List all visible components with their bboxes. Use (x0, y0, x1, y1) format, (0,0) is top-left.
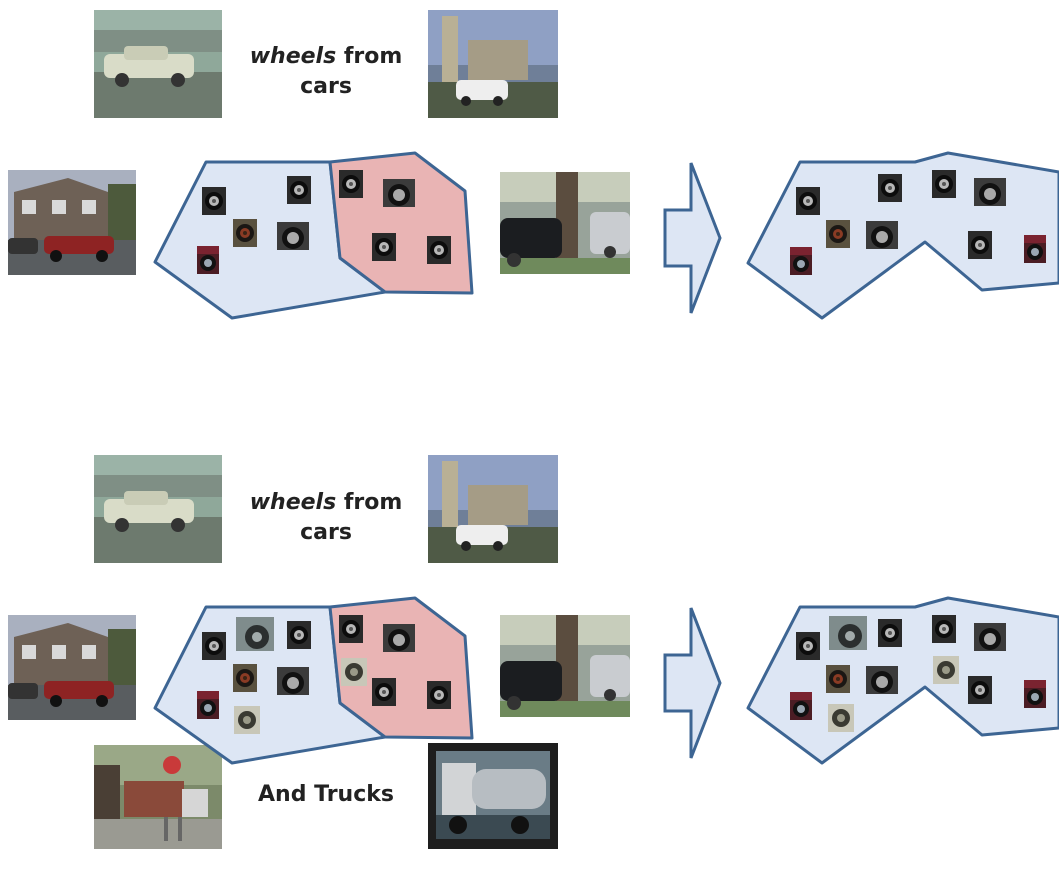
wheel-thumbnail (372, 233, 396, 261)
caption-rest-2: from (336, 490, 403, 515)
parking-tree-photo-2-image (500, 615, 630, 717)
house-car-photo-2 (8, 615, 136, 720)
caption-emphasis: wheels (249, 44, 337, 69)
wheel-thumbnail (790, 692, 812, 720)
wheel-thumbnail (1024, 235, 1046, 263)
car-photo-street-2-image (94, 455, 222, 563)
wheel-thumbnail (427, 236, 451, 264)
wheel-thumbnail (427, 681, 451, 709)
wheel-thumbnail (236, 617, 274, 651)
wheel-thumbnail (796, 187, 820, 215)
wheel-thumbnail (933, 656, 959, 684)
wheel-thumbnail (878, 619, 902, 647)
wheel-thumbnail (826, 665, 850, 693)
truck-photo-street (94, 745, 222, 849)
merged-cluster-2 (746, 596, 1059, 765)
wheel-thumbnail (968, 676, 992, 704)
house-car-photo (8, 170, 136, 275)
arrow-right-icon (663, 606, 722, 760)
caption-and-trucks-text: And Trucks (258, 782, 394, 807)
truck-photo-tanker (428, 743, 558, 849)
wheel-thumbnail (277, 222, 309, 250)
caption-line2: cars (300, 74, 352, 99)
caption-and-trucks: And Trucks (236, 780, 416, 810)
house-car-photo-2-image (8, 615, 136, 720)
caption-emphasis-2: wheels (249, 490, 337, 515)
caption-wheels-from-cars-2: wheels from cars (236, 488, 416, 548)
caption-wheels-from-cars: wheels from cars (236, 42, 416, 102)
caption-line2-2: cars (300, 520, 352, 545)
wheel-thumbnail (234, 706, 260, 734)
wheel-thumbnail (197, 246, 219, 274)
wheel-thumbnail (974, 623, 1006, 651)
wheel-thumbnail (233, 664, 257, 692)
truck-photo-street-image (94, 745, 222, 849)
car-photo-street-2 (94, 455, 222, 563)
wheel-thumbnail (277, 667, 309, 695)
wheel-thumbnail (339, 615, 363, 643)
wheel-thumbnail (202, 632, 226, 660)
wheel-thumbnail (1024, 680, 1046, 708)
wheel-thumbnail (287, 176, 311, 204)
wheel-thumbnail (796, 632, 820, 660)
wheel-thumbnail (878, 174, 902, 202)
car-photo-street-image (94, 10, 222, 118)
wheel-thumbnail (866, 666, 898, 694)
wheel-thumbnail (372, 678, 396, 706)
arrow-right-icon (663, 161, 722, 315)
wheel-thumbnail (866, 221, 898, 249)
wheel-thumbnail (974, 178, 1006, 206)
car-photo-castle (428, 10, 558, 118)
wheel-thumbnail (828, 704, 854, 732)
car-photo-castle-image (428, 10, 558, 118)
car-photo-street (94, 10, 222, 118)
wheel-thumbnail (197, 691, 219, 719)
wheel-thumbnail (202, 187, 226, 215)
truck-photo-tanker-image (428, 743, 558, 849)
parking-tree-photo (500, 172, 630, 274)
wheel-thumbnail (968, 231, 992, 259)
wheel-thumbnail (233, 219, 257, 247)
wheel-thumbnail (829, 616, 867, 650)
wheel-thumbnail (339, 170, 363, 198)
wheel-thumbnail (826, 220, 850, 248)
wheel-thumbnail (341, 658, 367, 686)
wheel-thumbnail (383, 624, 415, 652)
wheel-thumbnail (790, 247, 812, 275)
wheel-thumbnail (932, 615, 956, 643)
parking-tree-photo-image (500, 172, 630, 274)
car-photo-castle-2-image (428, 455, 558, 563)
wheel-thumbnail (287, 621, 311, 649)
house-car-photo-image (8, 170, 136, 275)
caption-rest: from (336, 44, 403, 69)
wheel-thumbnail (383, 179, 415, 207)
merged-cluster (746, 151, 1059, 320)
wheel-thumbnail (932, 170, 956, 198)
parking-tree-photo-2 (500, 615, 630, 717)
car-photo-castle-2 (428, 455, 558, 563)
